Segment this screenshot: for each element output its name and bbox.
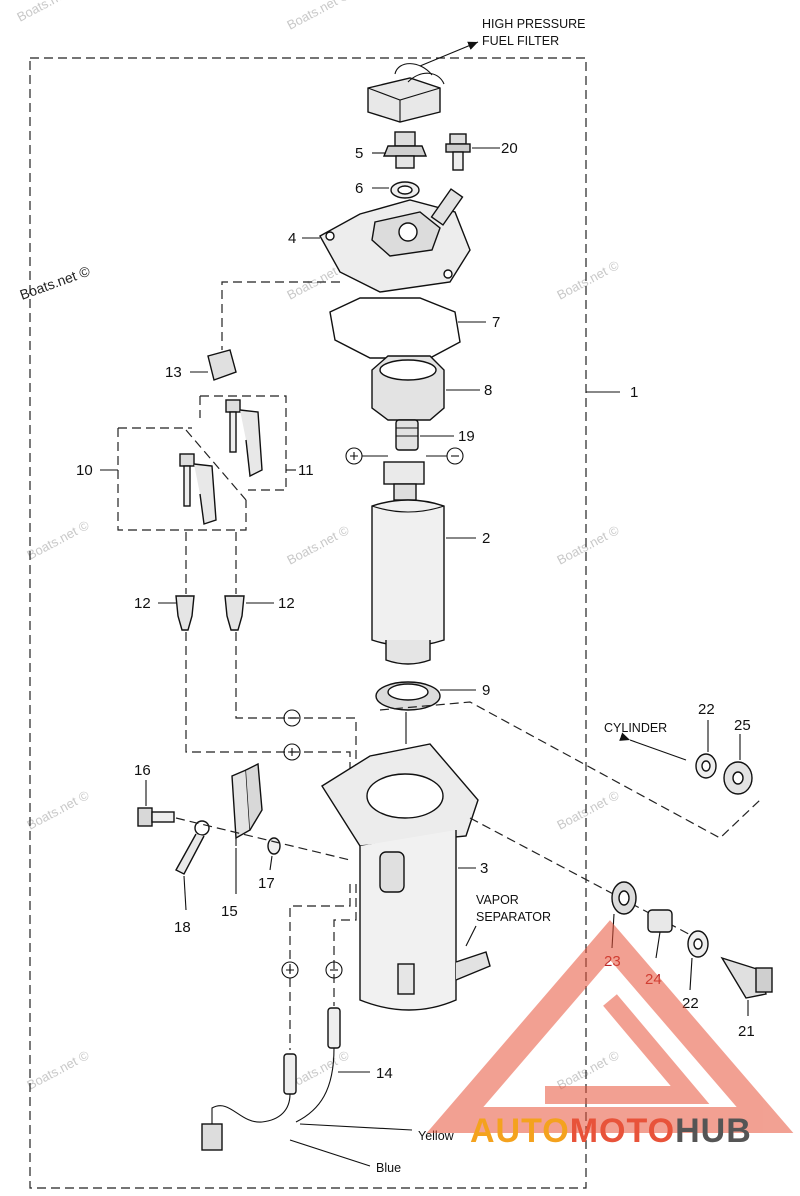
callout-12-left: 12 xyxy=(134,595,151,612)
part-25-grommet xyxy=(723,761,753,795)
callout-2: 2 xyxy=(482,530,490,547)
callout-4: 4 xyxy=(288,230,296,247)
callout-11: 11 xyxy=(298,462,314,479)
callout-21: 21 xyxy=(738,1023,755,1040)
watermark-1: Boats.net © xyxy=(14,0,82,25)
callout-22-upper: 22 xyxy=(698,701,715,718)
callout-20: 20 xyxy=(501,140,518,157)
callout-9: 9 xyxy=(482,682,490,699)
callout-25: 25 xyxy=(734,717,751,734)
callout-19: 19 xyxy=(458,428,475,445)
watermark-2: Boats.net © xyxy=(284,0,352,33)
watermark-6: Boats.net © xyxy=(284,522,352,567)
part-5-fitting xyxy=(382,131,428,169)
assembly-frame xyxy=(29,57,587,1189)
watermarks: Boats.net © Boats.net © Boats.net © Boat… xyxy=(14,0,622,1093)
polarity-symbols-top xyxy=(345,447,464,465)
part-21-bolt xyxy=(720,956,773,999)
part-24-collar xyxy=(647,909,673,933)
plus-symbol-upper xyxy=(283,743,301,761)
callout-6: 6 xyxy=(355,180,363,197)
callout-15: 15 xyxy=(221,903,238,920)
watermark-5: Boats.net © xyxy=(24,517,92,562)
part-12-sleeve-right xyxy=(224,595,245,631)
callout-14: 14 xyxy=(376,1065,393,1082)
callout-1: 1 xyxy=(630,384,638,401)
plus-symbol-lower xyxy=(281,961,299,979)
label-vapor-line1: VAPOR xyxy=(476,893,519,907)
part-13-clip xyxy=(207,349,237,381)
part-2-fuel-pump xyxy=(371,461,445,665)
terminal-11 xyxy=(225,399,263,478)
watermark-8: Boats.net © xyxy=(24,787,92,832)
part-17-washer xyxy=(267,837,281,855)
high-pressure-filter-cap xyxy=(367,63,445,123)
brand-wordmark: AUTOMOTOHUB xyxy=(470,1112,752,1151)
watermark-dark: Boats.net © xyxy=(18,262,93,302)
part-4-cover xyxy=(319,188,471,293)
brand-hub: HUB xyxy=(675,1112,752,1150)
group-box-11 xyxy=(199,395,287,491)
minus-symbol-upper xyxy=(283,709,301,727)
terminal-10 xyxy=(179,453,217,525)
callout-13: 13 xyxy=(165,364,182,381)
watermark-3: Boats.net © xyxy=(554,257,622,302)
callout-22-lower: 22 xyxy=(682,995,699,1012)
callout-10: 10 xyxy=(76,462,93,479)
callout-3: 3 xyxy=(480,860,488,877)
minus-symbol-lower xyxy=(325,961,343,979)
callout-17: 17 xyxy=(258,875,275,892)
brand-triangle-logo xyxy=(426,920,794,1133)
part-14-wire-harness xyxy=(201,1007,413,1167)
watermark-7: Boats.net © xyxy=(554,522,622,567)
callout-16: 16 xyxy=(134,762,151,779)
part-18-ground-lead xyxy=(175,820,210,875)
label-high-pressure-line2: FUEL FILTER xyxy=(482,34,559,48)
callout-7: 7 xyxy=(492,314,500,331)
part-15-bracket xyxy=(231,762,263,846)
callout-5: 5 xyxy=(355,145,363,162)
part-16-bolt xyxy=(137,807,175,827)
label-vapor-line2: SEPARATOR xyxy=(476,910,551,924)
part-12-sleeve-left xyxy=(175,595,195,631)
callout-8: 8 xyxy=(484,382,492,399)
part-19-valve xyxy=(395,419,419,451)
part-20-bolt xyxy=(445,133,471,171)
part-8-ring-nut xyxy=(371,355,445,421)
part-7-gasket xyxy=(329,297,461,359)
part-3-vapor-separator xyxy=(321,743,491,1011)
label-cylinder: CYLINDER xyxy=(604,721,667,735)
part-9-seal xyxy=(375,681,441,711)
callout-12-right: 12 xyxy=(278,595,295,612)
watermark-9: Boats.net © xyxy=(554,787,622,832)
watermark-10: Boats.net © xyxy=(24,1047,92,1092)
watermark-12: Boats.net © xyxy=(554,1047,622,1092)
label-high-pressure-line1: HIGH PRESSURE xyxy=(482,17,586,31)
callout-18: 18 xyxy=(174,919,191,936)
group-box-10 xyxy=(117,427,247,531)
brand-auto: AUTO xyxy=(470,1112,570,1150)
brand-moto: MOTO xyxy=(569,1112,676,1150)
label-wire-blue: Blue xyxy=(376,1161,401,1175)
